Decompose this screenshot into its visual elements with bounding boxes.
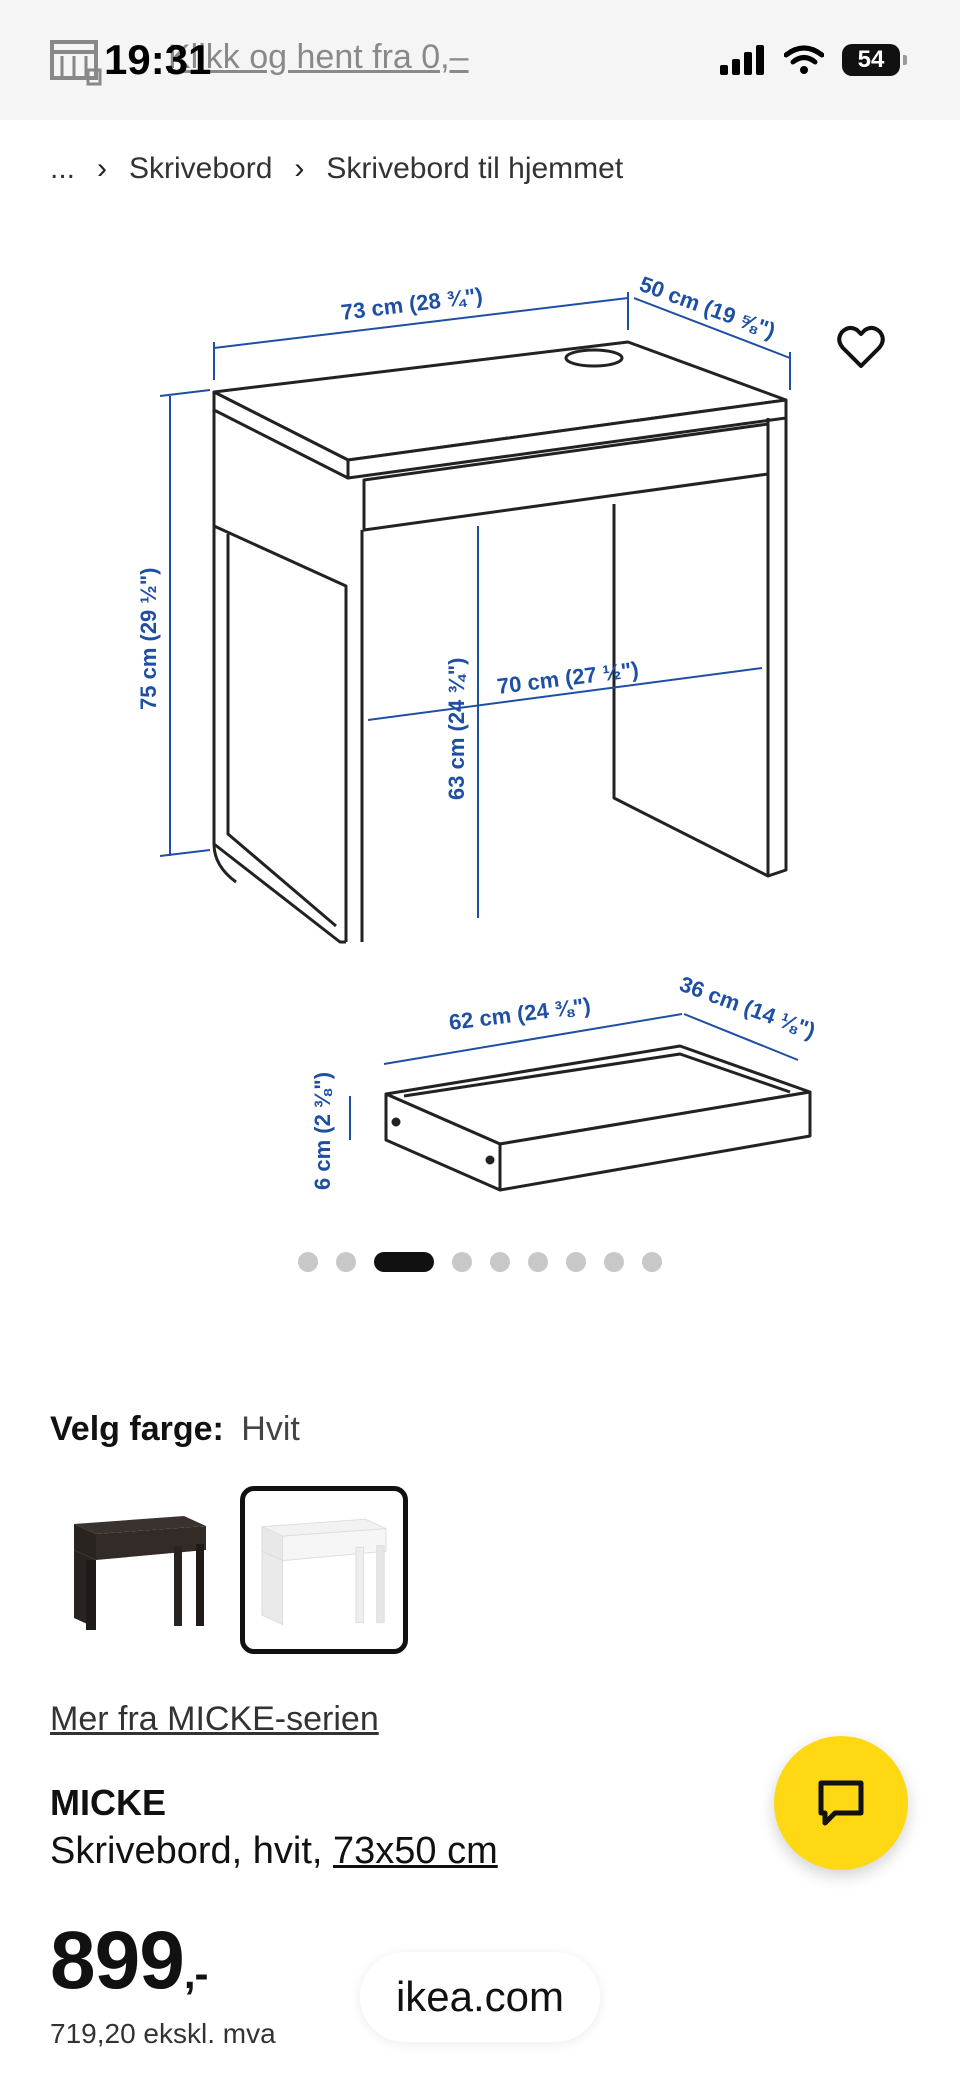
desk-black-thumbnail (74, 1516, 206, 1630)
gallery-dot[interactable] (336, 1252, 356, 1272)
status-time: 19:31 (104, 36, 212, 83)
status-bar: Klikk og hent fra 0,– 19:31 54 (0, 0, 960, 120)
chevron-right-icon: › (294, 152, 305, 185)
gallery-dot[interactable] (566, 1252, 586, 1272)
browser-url: ikea.com (395, 1973, 565, 2020)
gallery-dot[interactable] (490, 1252, 510, 1272)
battery-icon: 54 (842, 44, 907, 76)
series-link[interactable]: Mer fra MICKE-serien (50, 1700, 379, 1738)
price-value: 899 (50, 1915, 185, 2006)
promo-link[interactable]: Klikk og hent fra 0,– (168, 38, 469, 76)
gallery-dot-active[interactable] (374, 1252, 434, 1272)
product-dimension-image[interactable]: 73 cm (28 ¾") 50 cm (19 ⅝") 75 cm (29 ½"… (0, 230, 960, 1210)
price-suffix: ,- (183, 1950, 209, 1997)
gallery-dot[interactable] (528, 1252, 548, 1272)
breadcrumb-ellipsis[interactable]: ... (50, 152, 76, 185)
breadcrumb: ... › Skrivebord › Skrivebord til hjemme… (50, 152, 623, 186)
gallery-dot[interactable] (604, 1252, 624, 1272)
product-size-link[interactable]: 73x50 cm (333, 1830, 498, 1872)
dim-drawer-width: 62 cm (24 ⅜") (448, 993, 593, 1035)
signal-icon (720, 45, 764, 75)
dim-drawer-depth: 36 cm (14 ⅛") (676, 971, 818, 1043)
color-swatch-black[interactable] (56, 1486, 224, 1654)
chat-icon (818, 1780, 864, 1826)
gallery-dot[interactable] (642, 1252, 662, 1272)
dim-desk-height: 75 cm (29 ½") (136, 567, 161, 710)
dim-leg-height: 63 cm (24 ¾") (444, 657, 469, 800)
status-indicators: 54 (720, 44, 907, 76)
battery-level: 54 (857, 46, 885, 73)
store-icon (50, 40, 102, 86)
chevron-right-icon: › (97, 152, 108, 185)
color-value: Hvit (241, 1410, 300, 1448)
browser-url-bar[interactable]: ikea.com (360, 1952, 600, 2042)
gallery-pagination (0, 1252, 960, 1272)
product-description: Skrivebord, hvit, 73x50 cm (50, 1830, 498, 1873)
color-selector-label: Velg farge: Hvit (50, 1410, 300, 1449)
price-ex-vat: 719,20 ekskl. mva (50, 2018, 276, 2049)
gallery-dot[interactable] (298, 1252, 318, 1272)
desk-white-thumbnail (261, 1518, 387, 1626)
product-desc-prefix: Skrivebord, hvit, (50, 1830, 333, 1872)
dim-drawer-height: 6 cm (2 ⅜") (310, 1072, 335, 1190)
product-name: MICKE (50, 1782, 166, 1823)
product-price: 899,- (50, 1914, 209, 2008)
heart-icon[interactable] (836, 322, 886, 372)
breadcrumb-item-skrivebord[interactable]: Skrivebord (129, 152, 273, 185)
wifi-icon (784, 45, 824, 74)
breadcrumb-item-hjemmet[interactable]: Skrivebord til hjemmet (326, 152, 624, 185)
color-swatch-white[interactable] (240, 1486, 408, 1654)
gallery-dot[interactable] (452, 1252, 472, 1272)
chat-button[interactable] (774, 1736, 908, 1870)
color-label: Velg farge: (50, 1410, 224, 1448)
